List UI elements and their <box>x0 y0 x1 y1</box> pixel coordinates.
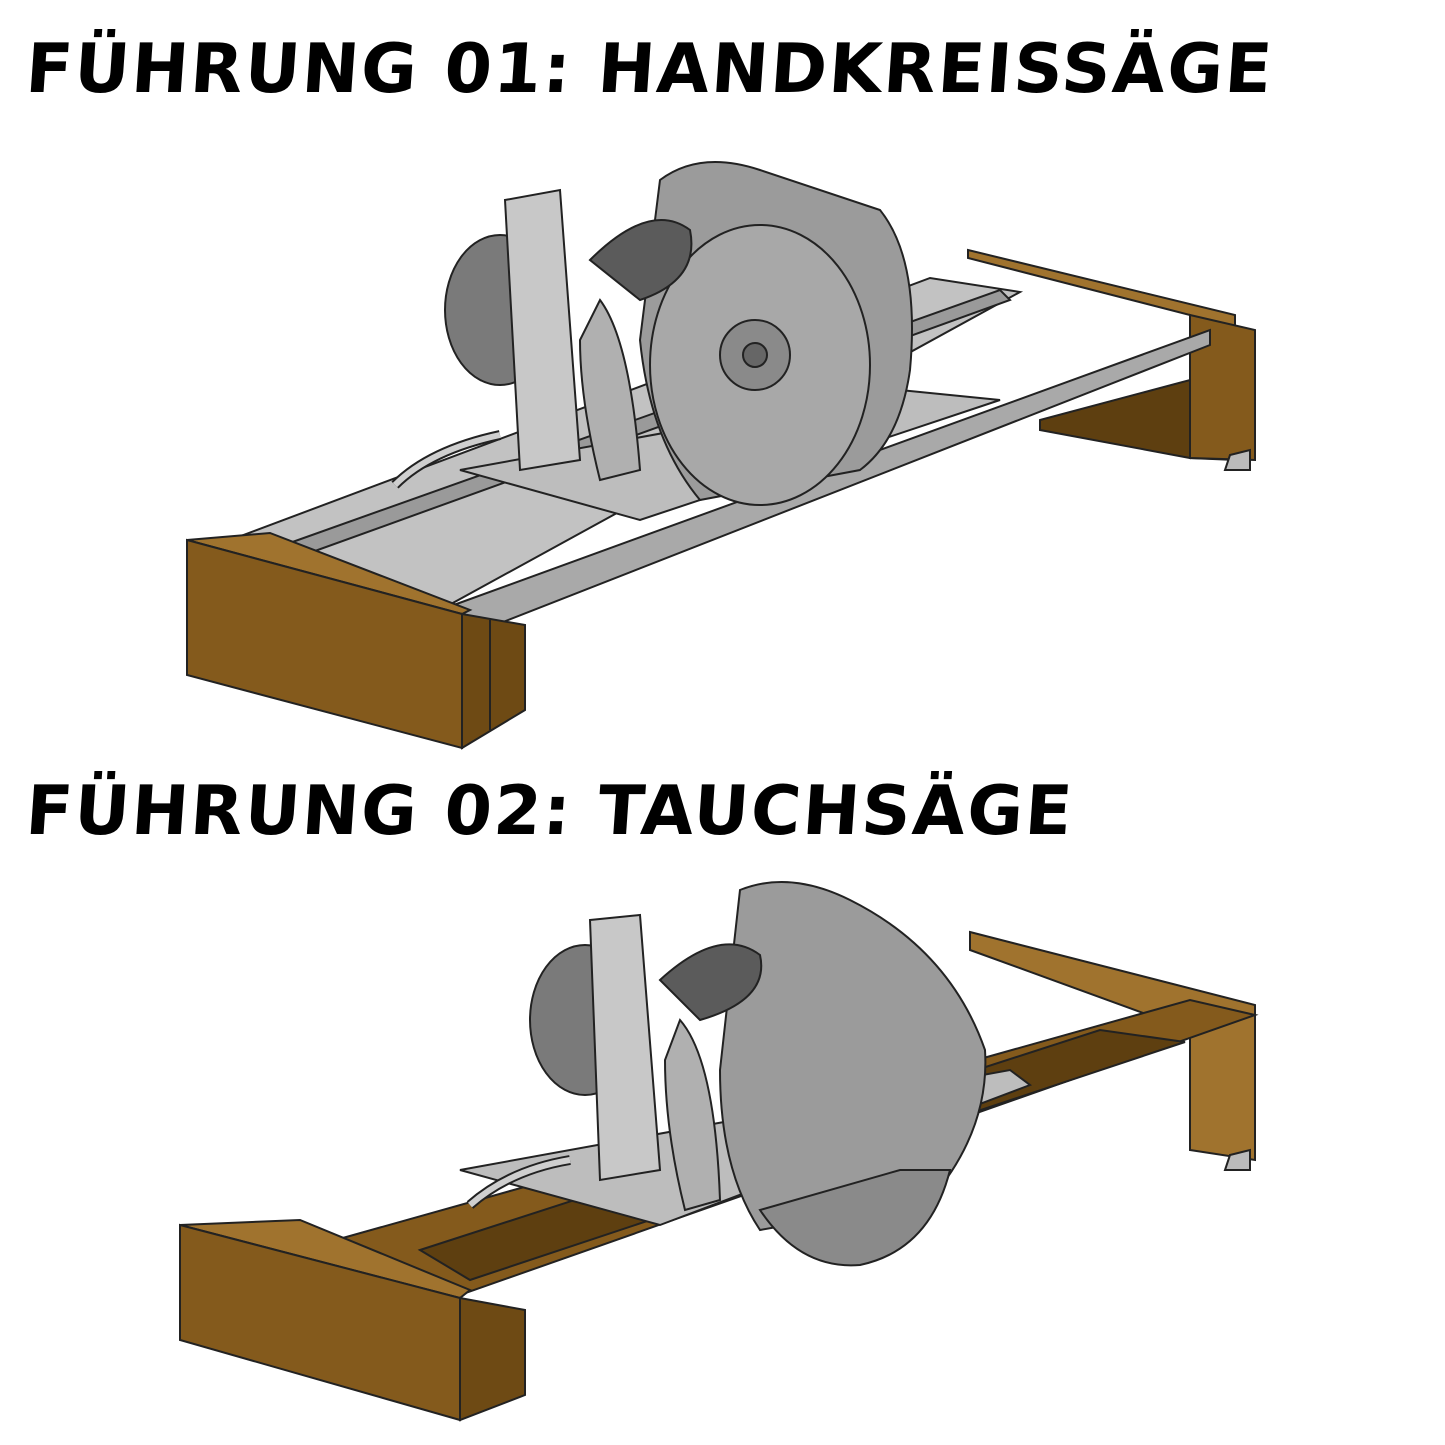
guide-01-illustration <box>186 161 1256 750</box>
guide-02-illustration <box>179 881 1259 1422</box>
heading-guide-02: FÜHRUNG 02: TAUCHSÄGE <box>23 772 1077 851</box>
circular-saw-icon <box>391 161 1001 522</box>
heading-guide-01: FÜHRUNG 01: HANDKREISSÄGE <box>23 30 1277 109</box>
far-wooden-block <box>967 248 1256 471</box>
near-wooden-block <box>186 531 526 750</box>
plunge-saw-icon <box>459 881 1033 1267</box>
